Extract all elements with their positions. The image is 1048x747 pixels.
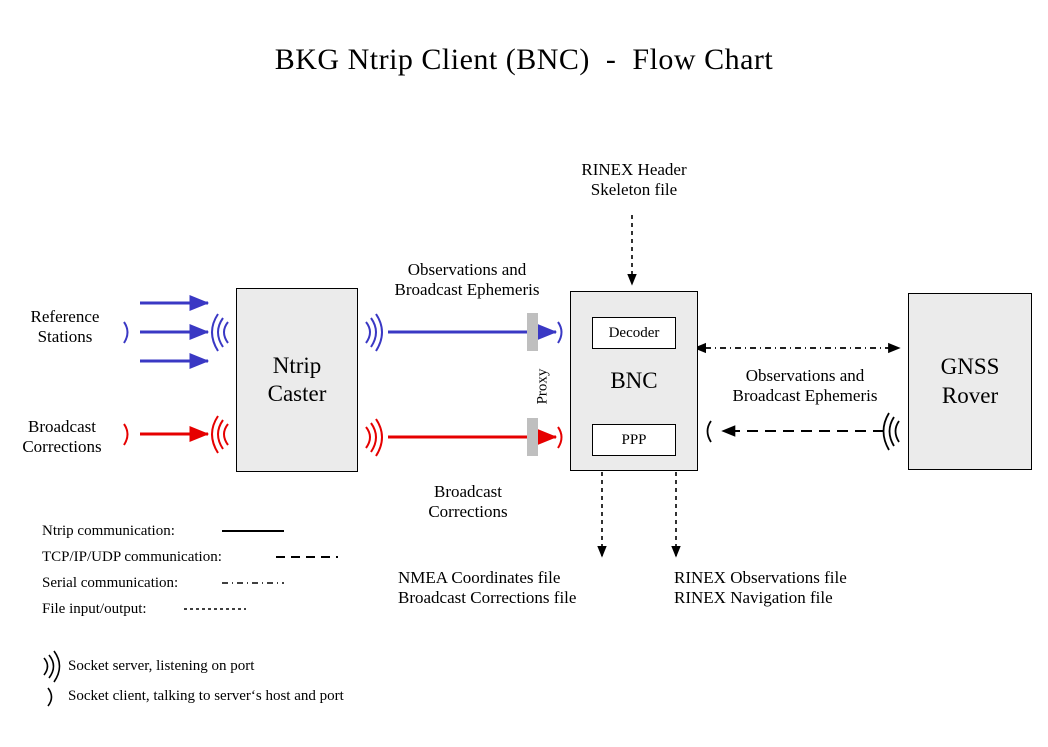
node-bnc-decoder[interactable]: Decoder — [592, 317, 676, 349]
socket-server-icon — [211, 313, 229, 352]
socket-server-icon — [882, 412, 900, 451]
socket-client-icon — [557, 321, 563, 344]
arrow-reference-stations-to-caster — [140, 294, 210, 370]
proxy-label: Proxy — [534, 368, 551, 405]
node-ntrip-caster[interactable]: Ntrip Caster — [236, 288, 358, 472]
page-title: BKG Ntrip Client (BNC) - Flow Chart — [274, 43, 774, 76]
edge-label-observations-ephemeris-right: Observations and Broadcast Ephemeris — [732, 366, 878, 406]
node-gnss-rover[interactable]: GNSS Rover — [908, 293, 1032, 470]
socket-client-icon — [47, 687, 53, 707]
output-rinex-files: RINEX Observations file RINEX Navigation… — [674, 568, 847, 608]
edge-label-broadcast-corrections-mid: Broadcast Corrections — [428, 482, 508, 522]
legend-item-serial-communication: Serial communication: — [42, 575, 179, 591]
socket-server-icon — [43, 650, 61, 683]
legend-item-tcp-udp-communication: TCP/IP/UDP communication: — [42, 549, 222, 565]
node-bnc-ppp-label: PPP — [621, 431, 647, 448]
legend-item-ntrip-communication: Ntrip communication: — [42, 523, 175, 539]
edge-label-observations-ephemeris-left: Observations and Broadcast Ephemeris — [394, 260, 540, 300]
legend-item-socket-server: Socket server, listening on port — [68, 658, 255, 674]
socket-client-icon — [706, 420, 712, 443]
node-bnc-decoder-label: Decoder — [608, 324, 660, 341]
socket-server-icon — [365, 418, 383, 457]
socket-client-icon — [123, 423, 129, 446]
proxy-bar-lower — [527, 418, 538, 456]
socket-client-icon — [557, 426, 563, 449]
proxy-bar-upper — [527, 313, 538, 351]
socket-server-icon — [211, 415, 229, 454]
node-ntrip-caster-label: Ntrip Caster — [267, 352, 327, 406]
input-rinex-header-skeleton-file: RINEX Header Skeleton file — [581, 160, 687, 200]
output-nmea-files: NMEA Coordinates file Broadcast Correcti… — [398, 568, 577, 608]
socket-server-icon — [365, 313, 383, 352]
socket-client-icon — [123, 321, 129, 344]
node-bnc-ppp[interactable]: PPP — [592, 424, 676, 456]
node-gnss-rover-label: GNSS Rover — [940, 354, 1000, 408]
source-broadcast-corrections: Broadcast Corrections — [22, 417, 102, 457]
legend-item-socket-client: Socket client, talking to server‘s host … — [68, 688, 344, 704]
legend-item-file-input-output: File input/output: — [42, 601, 147, 617]
source-reference-stations: Reference Stations — [30, 307, 100, 347]
node-bnc-label: BNC — [610, 367, 658, 393]
